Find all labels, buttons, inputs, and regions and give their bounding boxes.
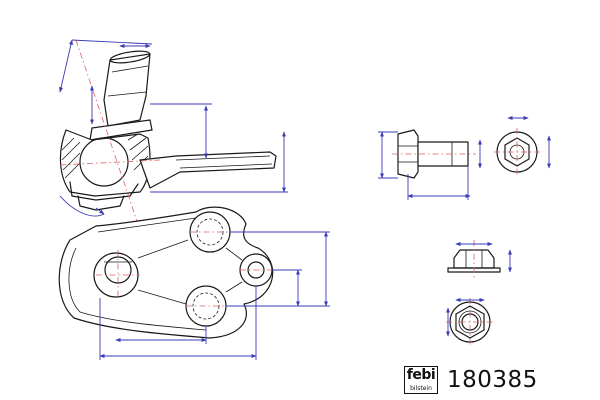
stud-collar <box>89 119 153 141</box>
dim-bolt-head-ext <box>378 131 398 179</box>
bolt-side-view <box>378 129 483 200</box>
dim-overall-width-ext <box>99 286 257 360</box>
stud-tip <box>109 50 151 64</box>
arm-plate-edge <box>175 155 273 169</box>
top-housing-upper-edge <box>97 217 197 233</box>
dim-ball-arc-arrow <box>95 207 105 215</box>
stud-centerline <box>75 39 141 231</box>
nut-side-view <box>447 240 513 280</box>
ball-joint-top-view <box>58 206 330 360</box>
stud-thread-lines <box>107 65 149 97</box>
dim-bolt-length-ext <box>407 166 469 200</box>
dim-stud-angle <box>59 39 73 93</box>
ball-joint-section-view <box>59 39 288 231</box>
bolt-head-flats <box>398 145 418 163</box>
dim-hole-spacing-ext <box>226 231 330 307</box>
nut-end-view <box>445 297 494 346</box>
febi-bilstein-logo: febi bilstein <box>404 366 438 394</box>
stud-shank <box>103 53 151 127</box>
housing-plug <box>77 195 125 211</box>
ball-horizontal-centerline <box>59 159 161 166</box>
dim-stud-top-extension <box>71 39 153 45</box>
section-hatching <box>61 133 149 179</box>
nut-end-hex <box>455 305 485 339</box>
bolt-end-hex <box>504 137 530 167</box>
nut-end-chamfer <box>458 310 482 334</box>
logo-subtext: bilstein <box>410 385 432 392</box>
part-number: 180385 <box>447 367 538 393</box>
control-arm-plate <box>139 151 277 189</box>
nut-flange <box>447 267 501 273</box>
logo-wordmark: febi <box>406 367 436 383</box>
housing-bottom <box>69 181 139 201</box>
top-ribs <box>137 239 243 305</box>
dim-ball-arc <box>59 195 105 217</box>
top-housing-inner-edge <box>68 247 207 331</box>
bolt-end-view <box>494 115 552 176</box>
